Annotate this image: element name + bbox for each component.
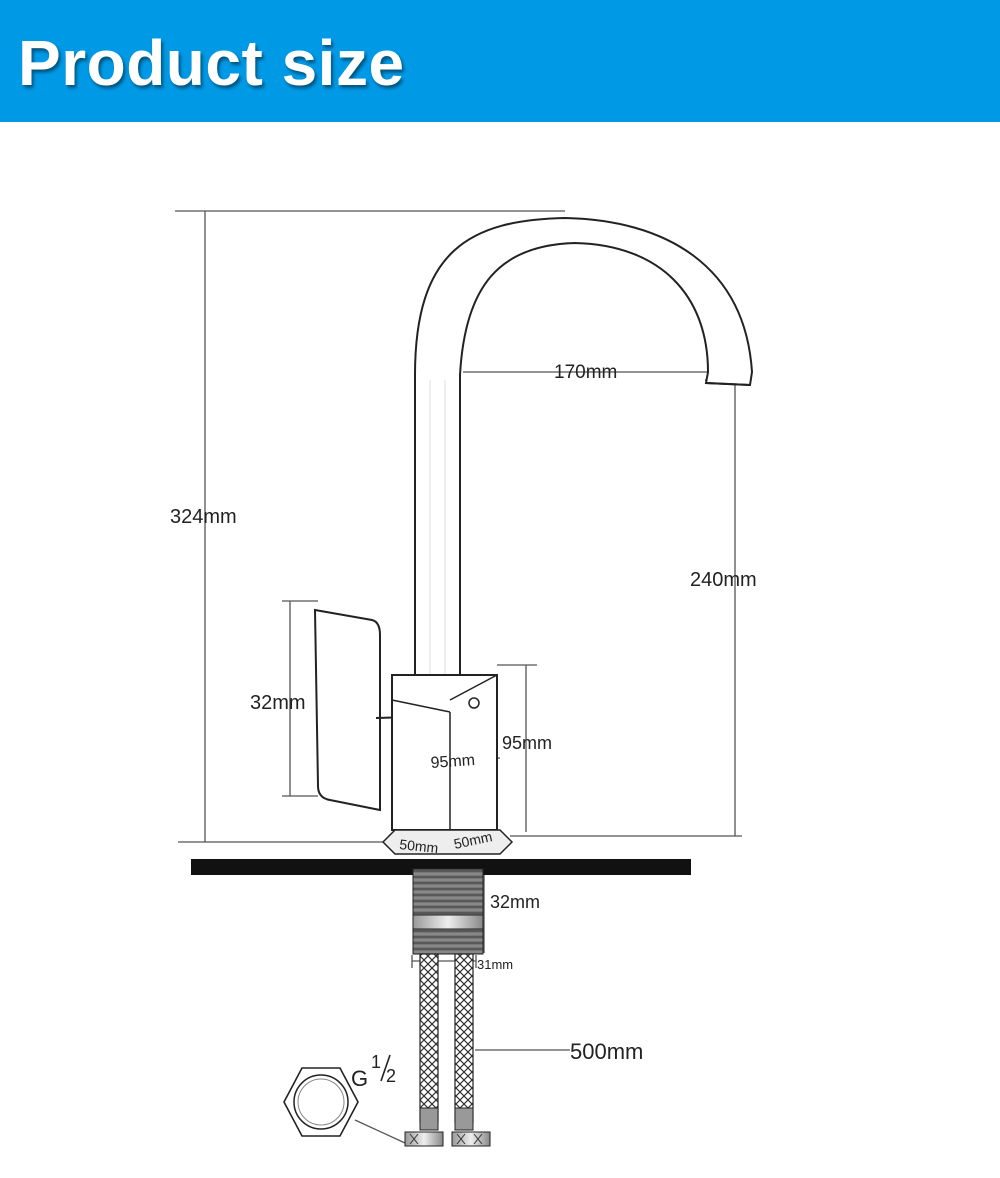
spout-reach-label: 170mm (554, 362, 617, 383)
spout (414, 216, 754, 676)
body-depth-label: 95mm (430, 752, 476, 772)
faucet-body (391, 674, 498, 831)
svg-text:2: 2 (386, 1066, 396, 1086)
set-screw (468, 697, 480, 709)
spout-height-label: 240mm (690, 569, 757, 591)
shank-nut (412, 914, 484, 930)
dimension-lines (175, 210, 742, 1144)
body-height-label: 95mm (502, 733, 552, 753)
base-width-b-label: 50mm (452, 828, 493, 852)
total-height-label: 324mm (170, 506, 237, 528)
hose-length-label: 500mm (570, 1039, 643, 1064)
base-width-a-label: 50mm (399, 836, 439, 856)
hex-nut-icon (283, 1067, 359, 1137)
hose-left (419, 953, 439, 1123)
header-banner: Product size (0, 0, 1000, 122)
countertop (191, 859, 691, 875)
handle-lever (313, 608, 381, 812)
base-plate (381, 829, 514, 855)
shank-diameter-label: 31mm (477, 957, 513, 972)
hose-right (454, 953, 474, 1123)
hose-fitting-left (404, 1131, 444, 1147)
thread-size-label: G 1 2 (351, 1052, 396, 1091)
page-title: Product size (18, 27, 405, 99)
threaded-shank (412, 868, 484, 916)
svg-text:G: G (351, 1066, 368, 1091)
svg-text:1: 1 (371, 1052, 381, 1072)
handle-height-label: 32mm (250, 692, 306, 714)
shank-length-label: 32mm (490, 892, 540, 912)
